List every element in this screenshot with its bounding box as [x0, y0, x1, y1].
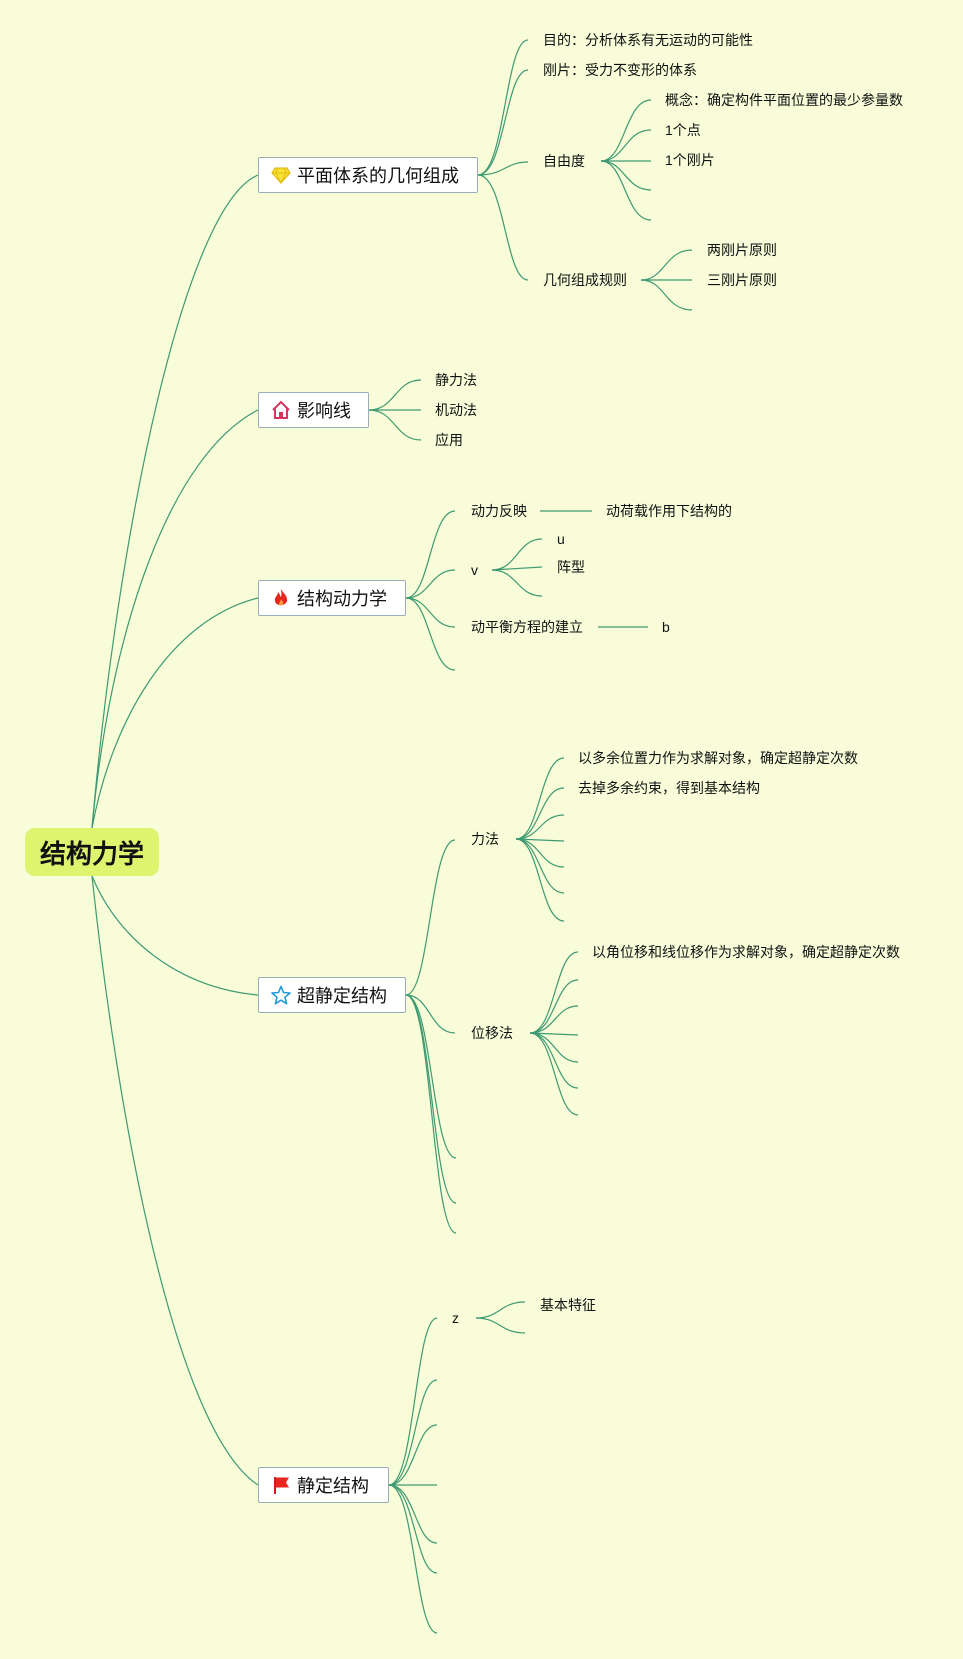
node-b[interactable]: b — [662, 619, 670, 635]
star-icon — [271, 985, 291, 1005]
diamond-icon — [271, 165, 291, 185]
node-dynamic-response[interactable]: 动力反映 — [471, 503, 527, 519]
node-purpose[interactable]: 目的：分析体系有无运动的可能性 — [543, 32, 753, 48]
node-dof-concept[interactable]: 概念：确定构件平面位置的最少参量数 — [665, 92, 903, 108]
node-mode-shape[interactable]: 阵型 — [557, 559, 585, 575]
node-three-rigid-rule[interactable]: 三刚片原则 — [707, 272, 777, 288]
node-rigid-body[interactable]: 刚片：受力不变形的体系 — [543, 62, 697, 78]
node-dynamic-equation[interactable]: 动平衡方程的建立 — [471, 619, 583, 635]
edge-root-b1 — [91, 174, 259, 829]
node-force-method-1[interactable]: 以多余位置力作为求解对象，确定超静定次数 — [578, 750, 858, 766]
branch-influence-line[interactable]: 影响线 — [258, 392, 369, 428]
edge-root-b4 — [91, 875, 259, 996]
node-basic-features[interactable]: 基本特征 — [540, 1297, 596, 1313]
node-dynamic-load[interactable]: 动荷载作用下结构的 — [606, 503, 732, 519]
house-icon — [271, 400, 291, 420]
branch-indeterminate-structure[interactable]: 超静定结构 — [258, 977, 406, 1013]
node-displacement-method[interactable]: 位移法 — [471, 1025, 513, 1041]
edge-root-b5 — [91, 875, 259, 1486]
node-dof-rigid[interactable]: 1个刚片 — [665, 152, 715, 168]
node-dof-point[interactable]: 1个点 — [665, 122, 701, 138]
edge-root-b3 — [91, 597, 259, 829]
node-force-method-2[interactable]: 去掉多余约束，得到基本结构 — [578, 780, 760, 796]
edge-root-b2 — [91, 409, 259, 829]
branch-label: 平面体系的几何组成 — [297, 166, 459, 186]
root-topic-label: 结构力学 — [39, 838, 144, 869]
node-z[interactable]: z — [452, 1310, 459, 1326]
node-degree-of-freedom[interactable]: 自由度 — [543, 153, 585, 169]
branch-determinate-structure[interactable]: 静定结构 — [258, 1467, 389, 1503]
node-application[interactable]: 应用 — [435, 432, 463, 448]
node-static-method[interactable]: 静力法 — [435, 372, 477, 388]
branch-structural-dynamics[interactable]: 结构动力学 — [258, 580, 406, 616]
branch-label: 超静定结构 — [297, 986, 387, 1006]
node-two-rigid-rule[interactable]: 两刚片原则 — [707, 242, 777, 258]
branch-label: 静定结构 — [297, 1476, 369, 1496]
root-topic[interactable]: 结构力学 — [25, 828, 159, 876]
branch-label: 结构动力学 — [297, 589, 387, 609]
flame-icon — [271, 588, 291, 608]
branch-plane-system[interactable]: 平面体系的几何组成 — [258, 157, 478, 193]
node-v[interactable]: v — [471, 562, 478, 578]
node-force-method[interactable]: 力法 — [471, 831, 499, 847]
branch-label: 影响线 — [297, 401, 351, 421]
node-kinematic-method[interactable]: 机动法 — [435, 402, 477, 418]
node-displacement-method-1[interactable]: 以角位移和线位移作为求解对象，确定超静定次数 — [592, 944, 900, 960]
node-composition-rules[interactable]: 几何组成规则 — [543, 272, 627, 288]
flag-icon — [271, 1475, 291, 1495]
node-u[interactable]: u — [557, 531, 565, 547]
